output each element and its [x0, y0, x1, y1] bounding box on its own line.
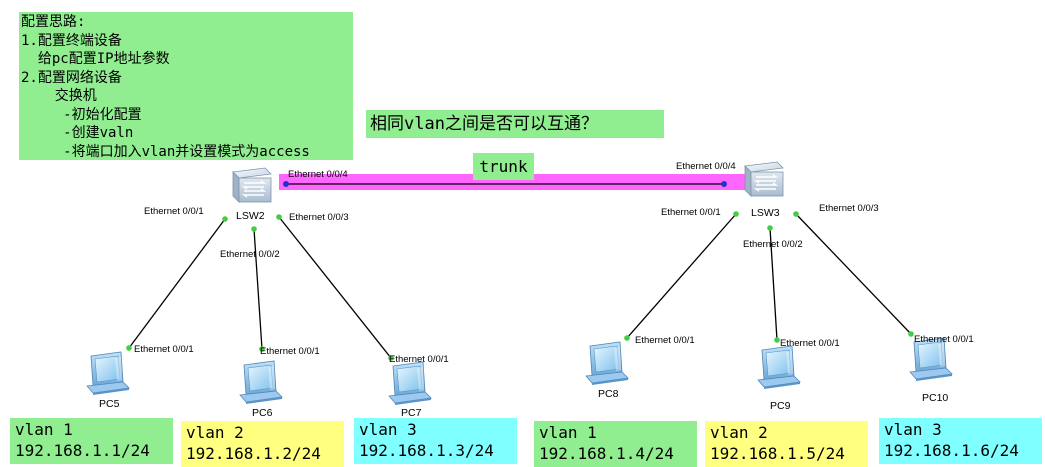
link-lsw3-pc9 — [769, 227, 778, 341]
vlan-label: vlan 2 — [186, 423, 244, 442]
note-line: -创建valn — [21, 125, 134, 141]
port-label-lsw2-e3: Ethernet 0/0/3 — [289, 212, 349, 223]
ip-address: 192.168.1.3/24 — [359, 441, 494, 460]
vlan-label: vlan 1 — [539, 423, 597, 442]
pc-name-pc6: PC6 — [252, 407, 273, 419]
vlan-label: vlan 2 — [710, 423, 768, 442]
question-label: 相同vlan之间是否可以互通？ — [366, 110, 664, 138]
vlan-box-pc8: vlan 1 192.168.1.4/24 — [534, 421, 697, 467]
pc-icon-pc9[interactable] — [757, 345, 801, 389]
vlan-box-pc6: vlan 2 192.168.1.2/24 — [181, 421, 344, 467]
port-label-lsw2-trunk: Ethernet 0/0/4 — [288, 169, 348, 180]
port-label-lsw3-e3: Ethernet 0/0/3 — [819, 203, 879, 214]
pc-name-pc7: PC7 — [401, 407, 422, 419]
link-lsw2-pc6 — [253, 228, 263, 350]
vlan-label: vlan 3 — [884, 420, 942, 439]
port-label-lsw3-e2: Ethernet 0/0/2 — [743, 239, 803, 250]
ip-address: 192.168.1.2/24 — [186, 444, 321, 463]
vlan-box-pc7: vlan 3 192.168.1.3/24 — [354, 418, 517, 464]
ip-address: 192.168.1.4/24 — [539, 444, 674, 463]
port-label-pc9: Ethernet 0/0/1 — [780, 338, 840, 349]
pc-name-pc8: PC8 — [598, 388, 619, 400]
port-label-lsw3-e1: Ethernet 0/0/1 — [661, 207, 721, 218]
link-lsw3-pc8 — [626, 213, 737, 339]
port-label-pc10: Ethernet 0/0/1 — [914, 334, 974, 345]
pc-name-pc9: PC9 — [770, 400, 791, 412]
note-line: -将端口加入vlan并设置模式为access — [21, 143, 310, 160]
trunk-label: trunk — [473, 153, 534, 180]
vlan-box-pc9: vlan 2 192.168.1.5/24 — [705, 421, 868, 467]
ip-address: 192.168.1.5/24 — [710, 444, 845, 463]
pc-icon-pc5[interactable] — [86, 351, 130, 395]
port-label-lsw2-e1: Ethernet 0/0/1 — [144, 206, 204, 217]
port-label-pc6: Ethernet 0/0/1 — [260, 346, 320, 357]
switch-name-lsw2: LSW2 — [236, 210, 265, 222]
vlan-box-pc5: vlan 1 192.168.1.1/24 — [10, 418, 173, 464]
pc-icon-pc7[interactable] — [388, 361, 432, 405]
port-label-lsw2-e2: Ethernet 0/0/2 — [220, 249, 280, 260]
config-notes: 配置思路: 1.配置终端设备 给pc配置IP地址参数 2.配置网络设备 交换机 … — [19, 12, 353, 160]
pc-icon-pc8[interactable] — [585, 341, 629, 385]
note-line: 2.配置网络设备 — [21, 69, 122, 86]
port-label-lsw3-trunk: Ethernet 0/0/4 — [676, 161, 736, 172]
vlan-box-pc10: vlan 3 192.168.1.6/24 — [879, 418, 1042, 464]
switch-lsw3-icon[interactable] — [744, 161, 784, 197]
link-lsw2-pc5 — [128, 218, 226, 349]
ip-address: 192.168.1.1/24 — [15, 441, 150, 460]
port-label-pc7: Ethernet 0/0/1 — [389, 354, 449, 365]
note-line: 配置思路: — [21, 14, 86, 30]
note-line: 给pc配置IP地址参数 — [21, 51, 170, 67]
trunk-port-dot-lsw3 — [721, 181, 727, 187]
pc-icon-pc10[interactable] — [909, 337, 953, 381]
pc-icon-pc6[interactable] — [239, 360, 283, 404]
pc-name-pc10: PC10 — [922, 392, 949, 404]
port-label-pc5: Ethernet 0/0/1 — [134, 344, 194, 355]
note-line: 交换机 — [21, 88, 97, 104]
switch-name-lsw3: LSW3 — [751, 207, 780, 219]
port-dots — [126, 211, 914, 361]
pc-name-pc5: PC5 — [99, 398, 120, 410]
link-lsw3-pc10 — [795, 213, 912, 335]
port-label-pc8: Ethernet 0/0/1 — [635, 335, 695, 346]
ip-address: 192.168.1.6/24 — [884, 441, 1019, 460]
note-line: 1.配置终端设备 — [21, 32, 122, 49]
trunk-highlight — [279, 174, 747, 190]
note-line: -初始化配置 — [21, 106, 142, 123]
pc-icons — [86, 337, 953, 405]
vlan-label: vlan 1 — [15, 420, 73, 439]
vlan-label: vlan 3 — [359, 420, 417, 439]
trunk-port-dot-lsw2 — [283, 181, 289, 187]
switch-lsw2-icon[interactable] — [232, 167, 272, 203]
link-lsw2-pc7 — [278, 216, 392, 359]
